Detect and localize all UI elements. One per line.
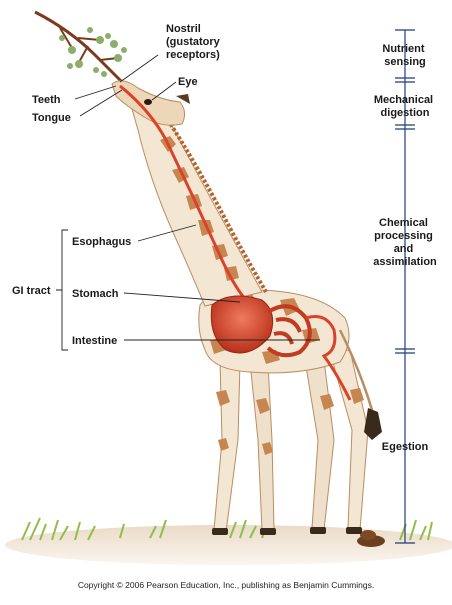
eye-shape [144,99,152,105]
stage-timeline [395,29,415,544]
intestine-label: Intestine [72,335,117,347]
lower-intestine [305,315,352,401]
grass-right [399,519,433,541]
tail-tuft [364,408,382,440]
grass-left [21,517,96,541]
stomach-label: Stomach [72,288,119,300]
leader-lines [74,54,320,341]
stage-nutrient-sensing: Nutrient sensing [382,43,427,68]
dung-pile [357,530,385,547]
mane [166,118,268,294]
intestine-organ [266,304,312,358]
tongue-label: Tongue [32,112,71,124]
stage-chemical-processing: Chemical processing and assimilation [373,217,437,268]
ossicone [176,94,190,104]
teeth-label: Teeth [32,94,61,106]
tail [338,329,374,411]
gi-tract-label: GI tract [12,285,51,297]
stage-egestion: Egestion [382,441,429,453]
acacia-branch [34,10,127,84]
eye-label: Eye [178,76,198,88]
hind-left-leg [304,359,335,531]
gi-tract-bracket [56,229,68,351]
esophagus-label: Esophagus [72,236,131,248]
copyright-text: Copyright © 2006 Pearson Education, Inc.… [78,580,374,590]
stage-mechanical-digestion: Mechanical digestion [374,94,436,119]
nostril-label: Nostril (gustatory receptors) [166,23,223,61]
hind-right-leg [329,349,369,531]
esophagus-tube [119,84,250,304]
